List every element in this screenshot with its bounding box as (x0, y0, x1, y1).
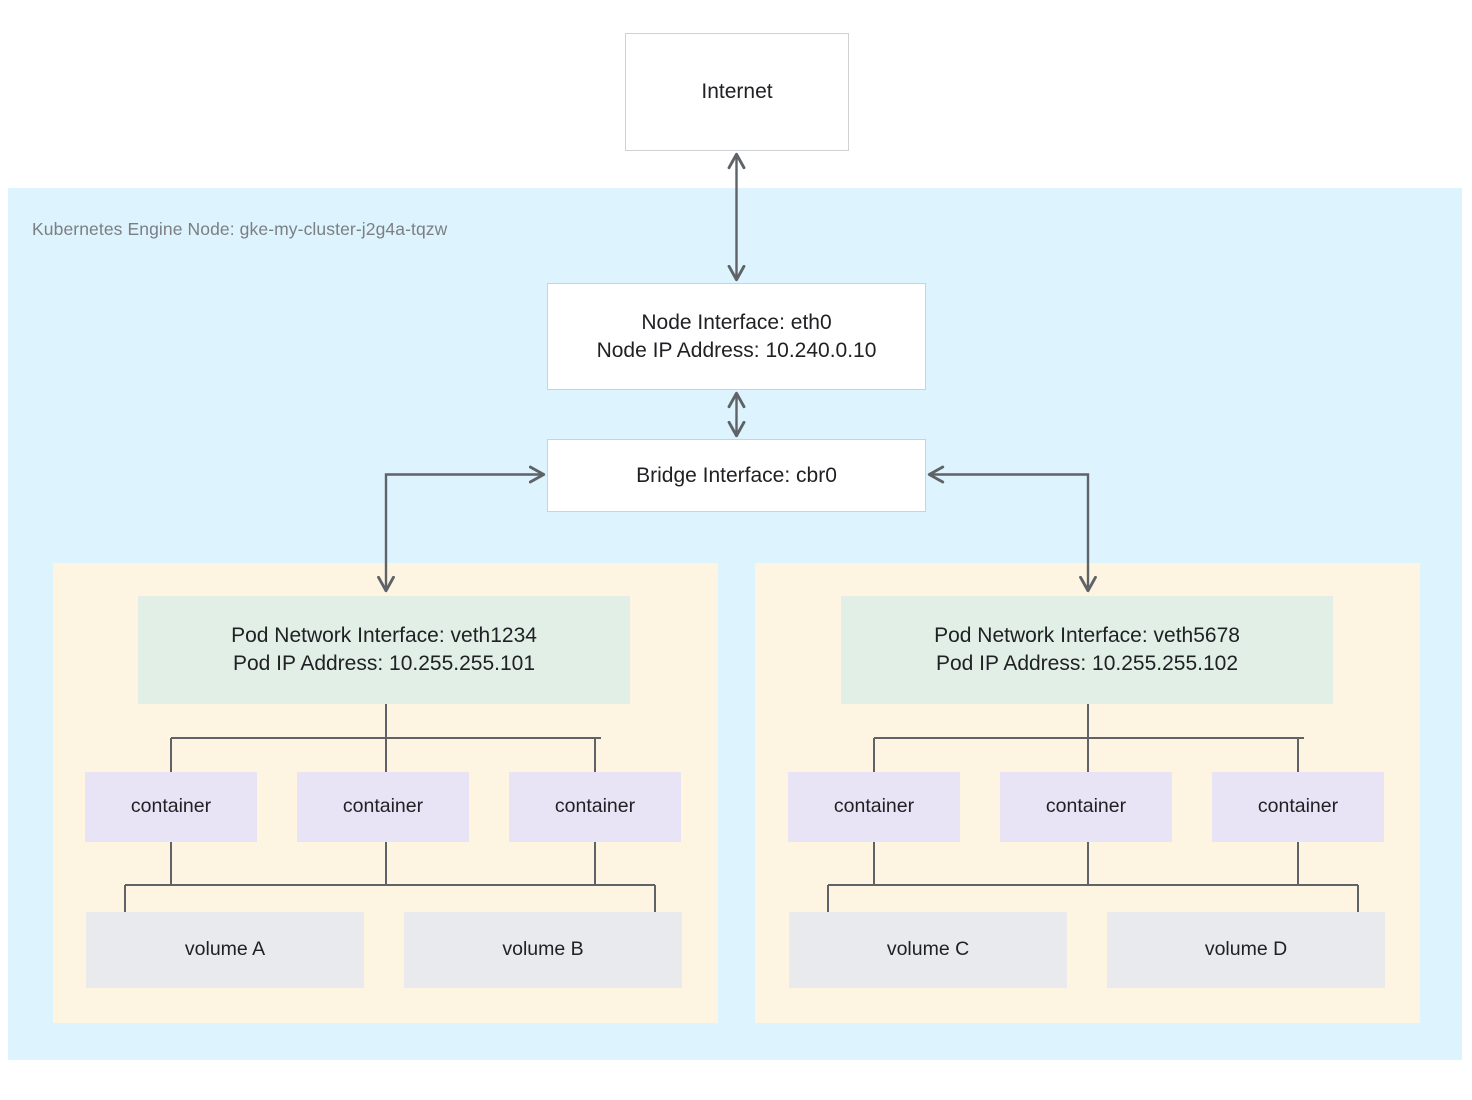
pod-network-interface-1: Pod Network Interface: veth1234 Pod IP A… (138, 596, 630, 704)
pod-1-container-2: container (297, 772, 469, 842)
internet-node: Internet (625, 33, 849, 151)
bridge-interface-node: Bridge Interface: cbr0 (547, 439, 926, 512)
pod-network-interface-2: Pod Network Interface: veth5678 Pod IP A… (841, 596, 1333, 704)
kubernetes-node-label: Kubernetes Engine Node: gke-my-cluster-j… (32, 219, 448, 239)
pod-2-volume-c: volume C (789, 912, 1067, 988)
node-interface-node: Node Interface: eth0 Node IP Address: 10… (547, 283, 926, 390)
pod-2-volume-d: volume D (1107, 912, 1385, 988)
pod-1-container-1: container (85, 772, 257, 842)
pod-2-container-3: container (1212, 772, 1384, 842)
pod-2-container-1: container (788, 772, 960, 842)
pod-1-volume-a: volume A (86, 912, 364, 988)
pod-2-container-2: container (1000, 772, 1172, 842)
pod-1-container-3: container (509, 772, 681, 842)
pod-1-volume-b: volume B (404, 912, 682, 988)
